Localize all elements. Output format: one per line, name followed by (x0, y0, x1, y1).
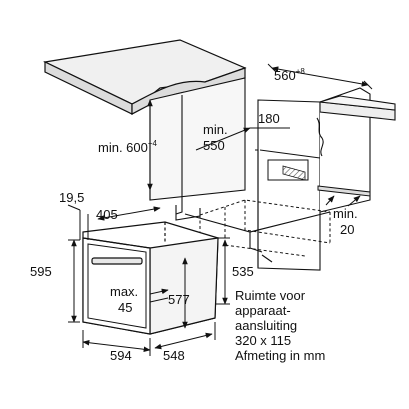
label-min-20-line2: 20 (340, 222, 354, 237)
oven-dim-lines (67, 204, 230, 356)
ventilation-slot (317, 185, 371, 197)
label-594: 594 (110, 348, 132, 363)
cabinet-right-side (255, 87, 371, 271)
label-405: 405 (96, 207, 118, 222)
label-548: 548 (163, 348, 185, 363)
oven-body (82, 221, 219, 335)
right-countertop (316, 95, 396, 157)
label-min-550-line1: min. (203, 122, 228, 137)
note-unit: Afmeting in mm (235, 348, 325, 363)
label-180: 180 (258, 111, 280, 126)
note-space-line2: apparaat- (235, 303, 291, 318)
label-577: 577 (168, 292, 190, 307)
label-595: 595 (30, 264, 52, 279)
note-space-line1: Ruimte voor (235, 288, 306, 303)
note-space-line4: 320 x 115 (235, 333, 291, 348)
label-19-5: 19,5 (59, 190, 84, 205)
label-max-45-line2: 45 (118, 300, 132, 315)
label-min-20-line1: min. (333, 206, 358, 221)
note-space-line3: aansluiting (235, 318, 297, 333)
label-max-45-line1: max. (110, 284, 138, 299)
label-depth-560: 560+8 (274, 67, 305, 83)
label-min-550-line2: 550 (203, 138, 225, 153)
label-height-min-600: min. 600+4 (98, 139, 158, 155)
cabinet-floor (184, 211, 331, 253)
label-535: 535 (232, 264, 254, 279)
dim-lines-upper (147, 63, 373, 207)
